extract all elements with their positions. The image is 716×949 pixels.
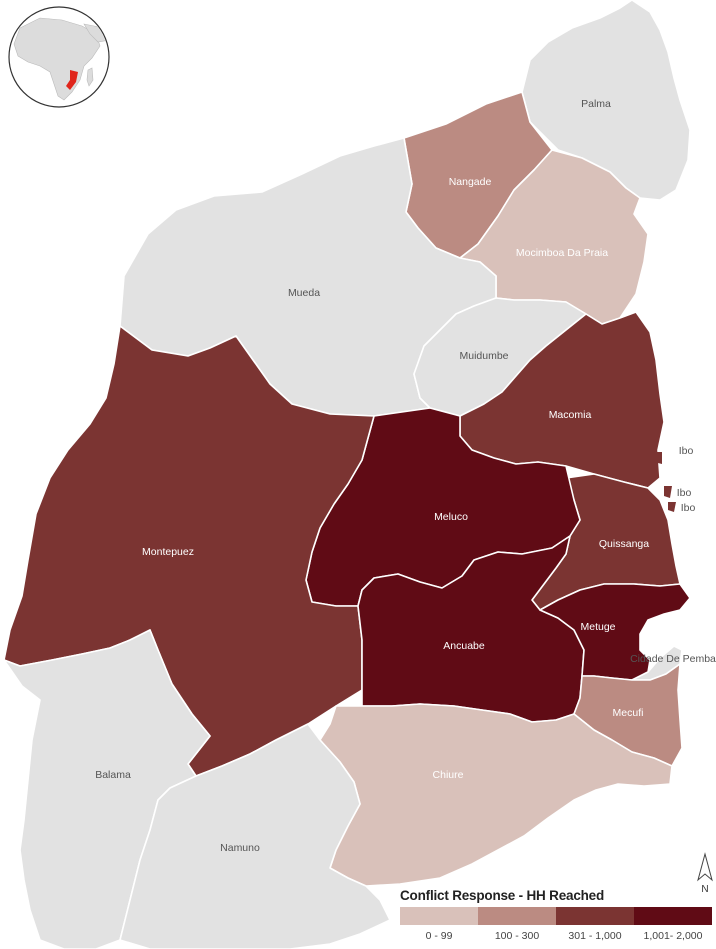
legend-labels: 0 - 99 100 - 300 301 - 1,000 1,001- 2,00… xyxy=(400,930,712,942)
district-metuge xyxy=(539,583,691,681)
ibo-island-3 xyxy=(668,502,676,512)
legend-label-3: 1,001- 2,000 xyxy=(643,930,703,942)
legend-label-1: 100 - 300 xyxy=(494,930,540,942)
africa-shape xyxy=(13,17,101,101)
label-quissanga: Quissanga xyxy=(599,538,649,550)
label-mueda: Mueda xyxy=(288,287,320,299)
label-meluco: Meluco xyxy=(434,511,468,523)
legend-swatch-301-1000 xyxy=(556,907,634,925)
label-balama: Balama xyxy=(95,769,131,781)
label-palma: Palma xyxy=(581,98,611,110)
label-ibo-1: Ibo xyxy=(679,445,694,457)
label-metuge: Metuge xyxy=(580,621,615,633)
legend-bar xyxy=(400,907,712,925)
locator-inset xyxy=(8,6,110,108)
north-arrow-icon: N xyxy=(696,852,714,896)
ibo-island-1 xyxy=(654,452,662,464)
label-muidumbe: Muidumbe xyxy=(459,350,508,362)
label-chiure: Chiure xyxy=(433,769,464,781)
label-ancuabe: Ancuabe xyxy=(443,640,485,652)
label-mecufi: Mecufi xyxy=(613,707,644,719)
label-montepuez: Montepuez xyxy=(142,546,194,558)
ibo-island-2 xyxy=(664,486,672,498)
legend-label-2: 301 - 1,000 xyxy=(568,930,622,942)
mozambique-highlight xyxy=(66,70,78,90)
north-label: N xyxy=(701,884,708,895)
district-namuno xyxy=(119,723,391,949)
label-pemba: Cidade De Pemba xyxy=(630,653,716,665)
label-ibo-3: Ibo xyxy=(681,502,696,514)
label-nangade: Nangade xyxy=(449,176,492,188)
legend-title: Conflict Response - HH Reached xyxy=(400,888,605,903)
label-macomia: Macomia xyxy=(549,409,592,421)
legend-swatch-100-300 xyxy=(478,907,556,925)
label-namuno: Namuno xyxy=(220,842,260,854)
legend-label-0: 0 - 99 xyxy=(425,930,453,942)
label-ibo-2: Ibo xyxy=(677,487,692,499)
label-mocimboa: Mocimboa Da Praia xyxy=(516,247,608,259)
madagascar-shape xyxy=(86,67,94,87)
legend-swatch-0-99 xyxy=(400,907,478,925)
legend-swatch-1001-2000 xyxy=(634,907,712,925)
